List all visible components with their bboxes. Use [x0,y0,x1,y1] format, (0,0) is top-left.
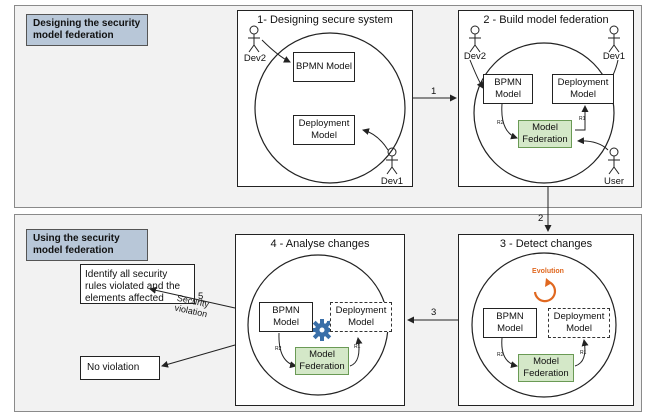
step2-circle [473,42,615,184]
step1-circle [254,32,406,184]
step3-bpmn-model: BPMN Model [483,308,537,338]
arrow-3-label: 3 [431,307,437,318]
step2-dev2-label: Dev2 [463,51,487,62]
step3-r2-label: R2 [497,352,504,358]
dev1-actor-step2 [608,25,620,53]
arrow-2-label: 2 [538,213,544,224]
step2-dev2-link [469,59,484,89]
step4-deployment-model: Deployment Model [330,302,392,332]
step3-title: 3 - Detect changes [499,238,593,250]
step1-dev1-label: Dev1 [380,176,404,187]
user-actor-step2 [608,147,620,175]
design-section-tag: Designing the security model federation [26,14,148,46]
step2-user-label: User [603,176,625,187]
step2-title: 2 - Build model federation [483,14,609,26]
dev1-actor-step1 [386,147,398,175]
dev2-to-bpmn-link [261,39,291,63]
step2-r1-label: R1 [579,116,586,122]
dev2-actor-step1 [248,25,260,53]
step4-r2-link [278,332,297,369]
step2-federation-model: Model Federation [518,120,572,148]
step2-deployment-model: Deployment Model [552,74,614,104]
no-violation-outcome: No violation [80,356,160,380]
step1-bpmn-model: BPMN Model [293,52,355,82]
evolution-label: Evolution [532,268,564,275]
step4-federation-model: Model Federation [295,347,349,375]
arrow-1-label: 1 [431,86,437,97]
evolution-icon [533,280,557,303]
step1-deployment-model: Deployment Model [293,115,355,145]
step3-deployment-model: Deployment Model [548,308,610,338]
user-to-federation-link [577,137,609,151]
step4-r2-label: R2 [275,346,282,352]
step4-r1-label: R1 [354,344,361,350]
step4-bpmn-model: BPMN Model [259,302,313,332]
step2-r1-link [575,105,589,131]
step4-r1-link [349,337,363,367]
step3-federation-model: Model Federation [518,354,574,382]
step1-title: 1- Designing secure system [257,14,393,26]
step2-dev1-label: Dev1 [602,51,626,62]
violation-outcome: Identify all security rules violated and… [80,264,195,304]
step2-r2-label: R2 [497,120,504,126]
step3-r2-link [501,337,518,369]
step3-r1-link [574,339,589,367]
arrow-5-label: 5 [198,291,204,302]
step2-r2-link [501,103,518,140]
step4-title: 4 - Analyse changes [270,238,370,250]
dev2-actor-step2 [469,25,481,53]
arrow-5 [149,286,236,309]
step1-dev2-label: Dev2 [243,53,267,64]
step2-bpmn-model: BPMN Model [483,74,533,104]
step3-r1-label: R1 [580,350,587,356]
usage-section-tag: Using the security model federation [26,229,148,261]
arrow-no-violation [161,344,236,368]
dev1-to-deployment-link [362,128,389,151]
